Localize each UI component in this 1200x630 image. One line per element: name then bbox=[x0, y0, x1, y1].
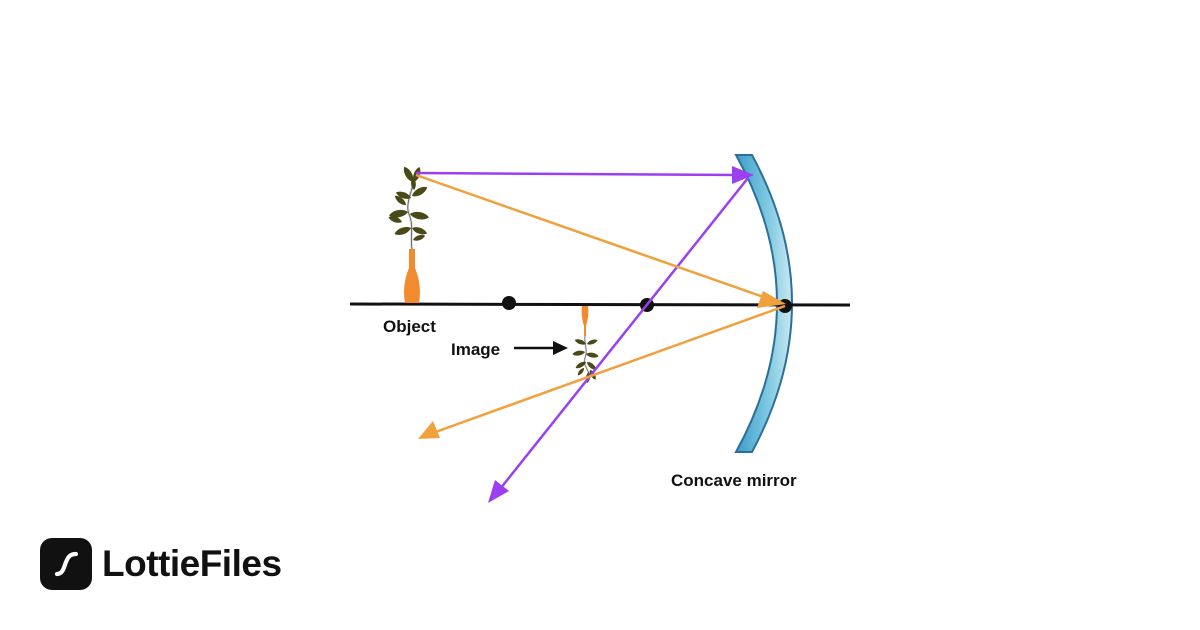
brand-logo: LottieFiles bbox=[40, 538, 282, 590]
ray-pole-reflected bbox=[429, 304, 786, 436]
ray-pole-arrowhead-incident bbox=[757, 291, 786, 308]
ray-parallel-reflected bbox=[495, 177, 749, 495]
ray-parallel bbox=[415, 171, 749, 495]
ray-pole bbox=[415, 173, 786, 436]
ray-parallel-arrowhead-reflected bbox=[488, 480, 509, 503]
lottiefiles-logo-icon bbox=[40, 538, 92, 590]
image-plant bbox=[571, 306, 600, 384]
object-label: Object bbox=[383, 317, 436, 336]
ray-pole-incident bbox=[415, 173, 773, 302]
image-vase bbox=[581, 306, 589, 336]
image-label: Image bbox=[451, 340, 500, 359]
object-plant bbox=[387, 165, 430, 303]
brand-name: LottieFiles bbox=[102, 543, 282, 584]
concave-mirror bbox=[734, 154, 793, 453]
mirror-label: Concave mirror bbox=[671, 471, 797, 490]
ray-pole-arrowhead-reflected bbox=[418, 421, 440, 439]
object-vase bbox=[404, 249, 420, 303]
image-pointer-arrowhead bbox=[553, 341, 568, 355]
ray-parallel-arrowhead-incident bbox=[732, 166, 754, 184]
center-of-curvature-point bbox=[502, 296, 516, 310]
ray-parallel-incident bbox=[415, 171, 739, 177]
